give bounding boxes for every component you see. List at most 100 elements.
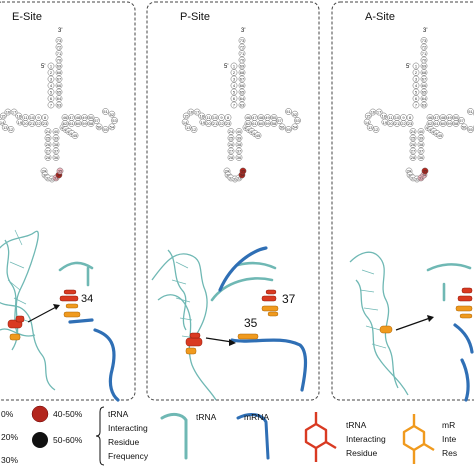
nucleotide-number: 27 bbox=[411, 149, 416, 154]
nucleotide-number: 13 bbox=[3, 125, 8, 130]
nucleotide-number: 70 bbox=[422, 58, 427, 63]
nucleotide-24 bbox=[227, 128, 235, 135]
nucleotide-number: 59 bbox=[265, 121, 270, 126]
nucleotide-number: 51 bbox=[103, 109, 108, 114]
nucleotide-number: 68 bbox=[57, 70, 62, 75]
nucleotide-67 bbox=[420, 75, 428, 83]
nucleotide-number: 17 bbox=[195, 110, 200, 115]
nucleotide-number: 50 bbox=[454, 115, 459, 120]
nucleotide-number: 25 bbox=[229, 136, 234, 141]
nucleotide-number: 65 bbox=[240, 90, 245, 95]
legend-trna-label: tRNA bbox=[196, 412, 217, 422]
nucleotide-number: 12 bbox=[192, 127, 197, 132]
nucleotide-number: 73 bbox=[240, 38, 245, 43]
nucleotide-number: 53 bbox=[295, 118, 300, 123]
nucleotide-number: 24 bbox=[411, 129, 416, 134]
nucleotide-number: 34 bbox=[57, 173, 62, 178]
nucleotide-28 bbox=[227, 154, 235, 161]
nucleotide-number: 34 bbox=[240, 173, 245, 178]
nucleotide-65 bbox=[238, 88, 246, 96]
interaction-arrowhead bbox=[53, 304, 60, 310]
nucleotide-number: 22 bbox=[36, 121, 41, 126]
nucleotide-number: 19 bbox=[383, 120, 388, 125]
nucleotide-57 bbox=[458, 117, 465, 124]
nucleotide-70 bbox=[55, 56, 63, 64]
nucleotide-56 bbox=[460, 123, 468, 131]
nucleotide-number: 19 bbox=[201, 120, 206, 125]
nucleotide-number: 27 bbox=[229, 149, 234, 154]
e-site-title: E-Site bbox=[12, 11, 42, 23]
nucleotide-number: 56 bbox=[462, 125, 467, 130]
nucleotide-6 bbox=[47, 95, 55, 102]
nucleotide-26 bbox=[44, 141, 52, 148]
nucleotide-64 bbox=[238, 95, 246, 102]
p-site-panel-frame bbox=[146, 1, 320, 401]
nucleotide-number: 5 bbox=[415, 90, 418, 95]
legend-residue-caption-3: Residue bbox=[346, 448, 377, 458]
nucleotide-35 bbox=[56, 167, 64, 175]
interaction-arrowhead bbox=[427, 315, 434, 322]
nucleotide-60 bbox=[74, 120, 82, 127]
nucleotide-number: 53 bbox=[112, 118, 117, 123]
nucleotide-2 bbox=[230, 69, 238, 76]
nucleotide-13 bbox=[1, 124, 9, 131]
nucleotide-number: 24 bbox=[46, 129, 51, 134]
legend-freq-caption-3: Residue bbox=[108, 437, 139, 447]
nucleotide-28 bbox=[44, 154, 52, 161]
nucleotide-36 bbox=[417, 154, 425, 161]
nucleotide-64 bbox=[420, 95, 428, 102]
legend-freq-0: 0% bbox=[1, 409, 14, 419]
mrna-residue-cluster bbox=[379, 305, 473, 334]
five-prime-label: 5' bbox=[406, 64, 410, 70]
nucleotide-number: 61 bbox=[69, 121, 74, 126]
nucleotide-72 bbox=[55, 43, 63, 51]
nucleotide-number: 16 bbox=[371, 110, 376, 115]
nucleotide-number: 34 bbox=[422, 173, 427, 178]
legend-swatch-40-50 bbox=[31, 405, 49, 423]
nucleotide-67 bbox=[55, 75, 63, 83]
legend-mrna-residue-icon bbox=[402, 414, 435, 464]
nucleotide-number: 5 bbox=[233, 90, 236, 95]
nucleotide-number: 32 bbox=[415, 177, 420, 182]
nucleotide-1 bbox=[230, 62, 238, 70]
nucleotide-number: 64 bbox=[240, 96, 245, 101]
nucleotide-number: 35 bbox=[241, 169, 246, 174]
legend-freq-caption-2: Interacting bbox=[108, 423, 148, 433]
nucleotide-2 bbox=[47, 69, 55, 76]
nucleotide-22 bbox=[400, 120, 407, 127]
nucleotide-number: 14 bbox=[183, 120, 188, 125]
nucleotide-number: 49 bbox=[447, 115, 452, 120]
nucleotide-73 bbox=[55, 37, 63, 44]
nucleotide-number: 59 bbox=[447, 121, 452, 126]
nucleotide-65 bbox=[420, 88, 428, 96]
nucleotide-number: 21 bbox=[395, 121, 400, 126]
nucleotide-number: 38 bbox=[237, 142, 242, 147]
nucleotide-37 bbox=[52, 147, 60, 155]
nucleotide-61 bbox=[433, 120, 440, 127]
nucleotide-17 bbox=[375, 108, 383, 116]
e-site-3d-structure: 34 bbox=[0, 229, 120, 402]
nucleotide-number: 63 bbox=[240, 103, 245, 108]
nucleotide-number: 67 bbox=[422, 77, 427, 82]
legend-trna-ribbon-icon bbox=[160, 412, 188, 460]
nucleotide-45 bbox=[71, 132, 79, 139]
nucleotide-number: 25 bbox=[46, 136, 51, 141]
nucleotide-71 bbox=[238, 50, 246, 57]
nucleotide-number: 69 bbox=[240, 64, 245, 69]
nucleotide-5 bbox=[47, 88, 55, 96]
nucleotide-number: 47 bbox=[434, 115, 439, 120]
nucleotide-number: 29 bbox=[407, 169, 412, 174]
nucleotide-39 bbox=[52, 134, 60, 142]
nucleotide-number: 58 bbox=[272, 121, 277, 126]
nucleotide-number: 49 bbox=[265, 115, 270, 120]
nucleotide-number: 12 bbox=[9, 127, 14, 132]
nucleotide-number: 56 bbox=[280, 125, 285, 130]
nucleotide-45 bbox=[254, 132, 262, 139]
nucleotide-58 bbox=[270, 120, 278, 127]
nucleotide-number: 38 bbox=[54, 142, 59, 147]
nucleotide-number: 28 bbox=[411, 155, 416, 160]
nucleotide-number: 17 bbox=[377, 110, 382, 115]
nucleotide-61 bbox=[251, 120, 258, 127]
legend-residue-caption-1: tRNA bbox=[346, 420, 367, 430]
nucleotide-number: 23 bbox=[226, 121, 231, 126]
